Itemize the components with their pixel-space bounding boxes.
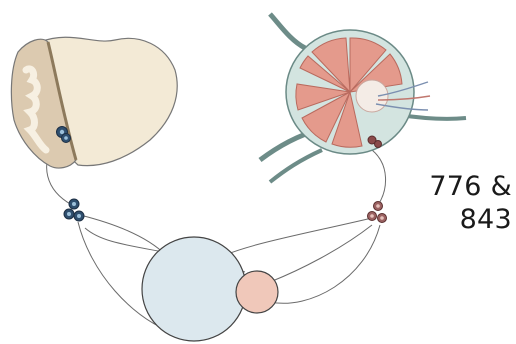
right-outer-arc-path — [270, 225, 380, 303]
page-reference-line-1: 776 & — [420, 170, 512, 203]
node-hilum — [356, 80, 388, 112]
right-cells-to-small-circle-path — [270, 225, 372, 282]
node-to-right-cells-path — [372, 150, 386, 205]
right-circulating-lymphocytes — [368, 202, 387, 223]
small-circle — [236, 271, 278, 313]
lymph-node-organ — [260, 14, 466, 182]
node-vessel-upper — [270, 14, 305, 48]
page-reference-line-2: 843 — [420, 203, 512, 236]
thymus-organ — [11, 37, 177, 168]
page-reference: 776 & 843 — [420, 170, 512, 236]
node-vessel-bottom — [270, 150, 322, 182]
large-circle — [142, 237, 246, 341]
